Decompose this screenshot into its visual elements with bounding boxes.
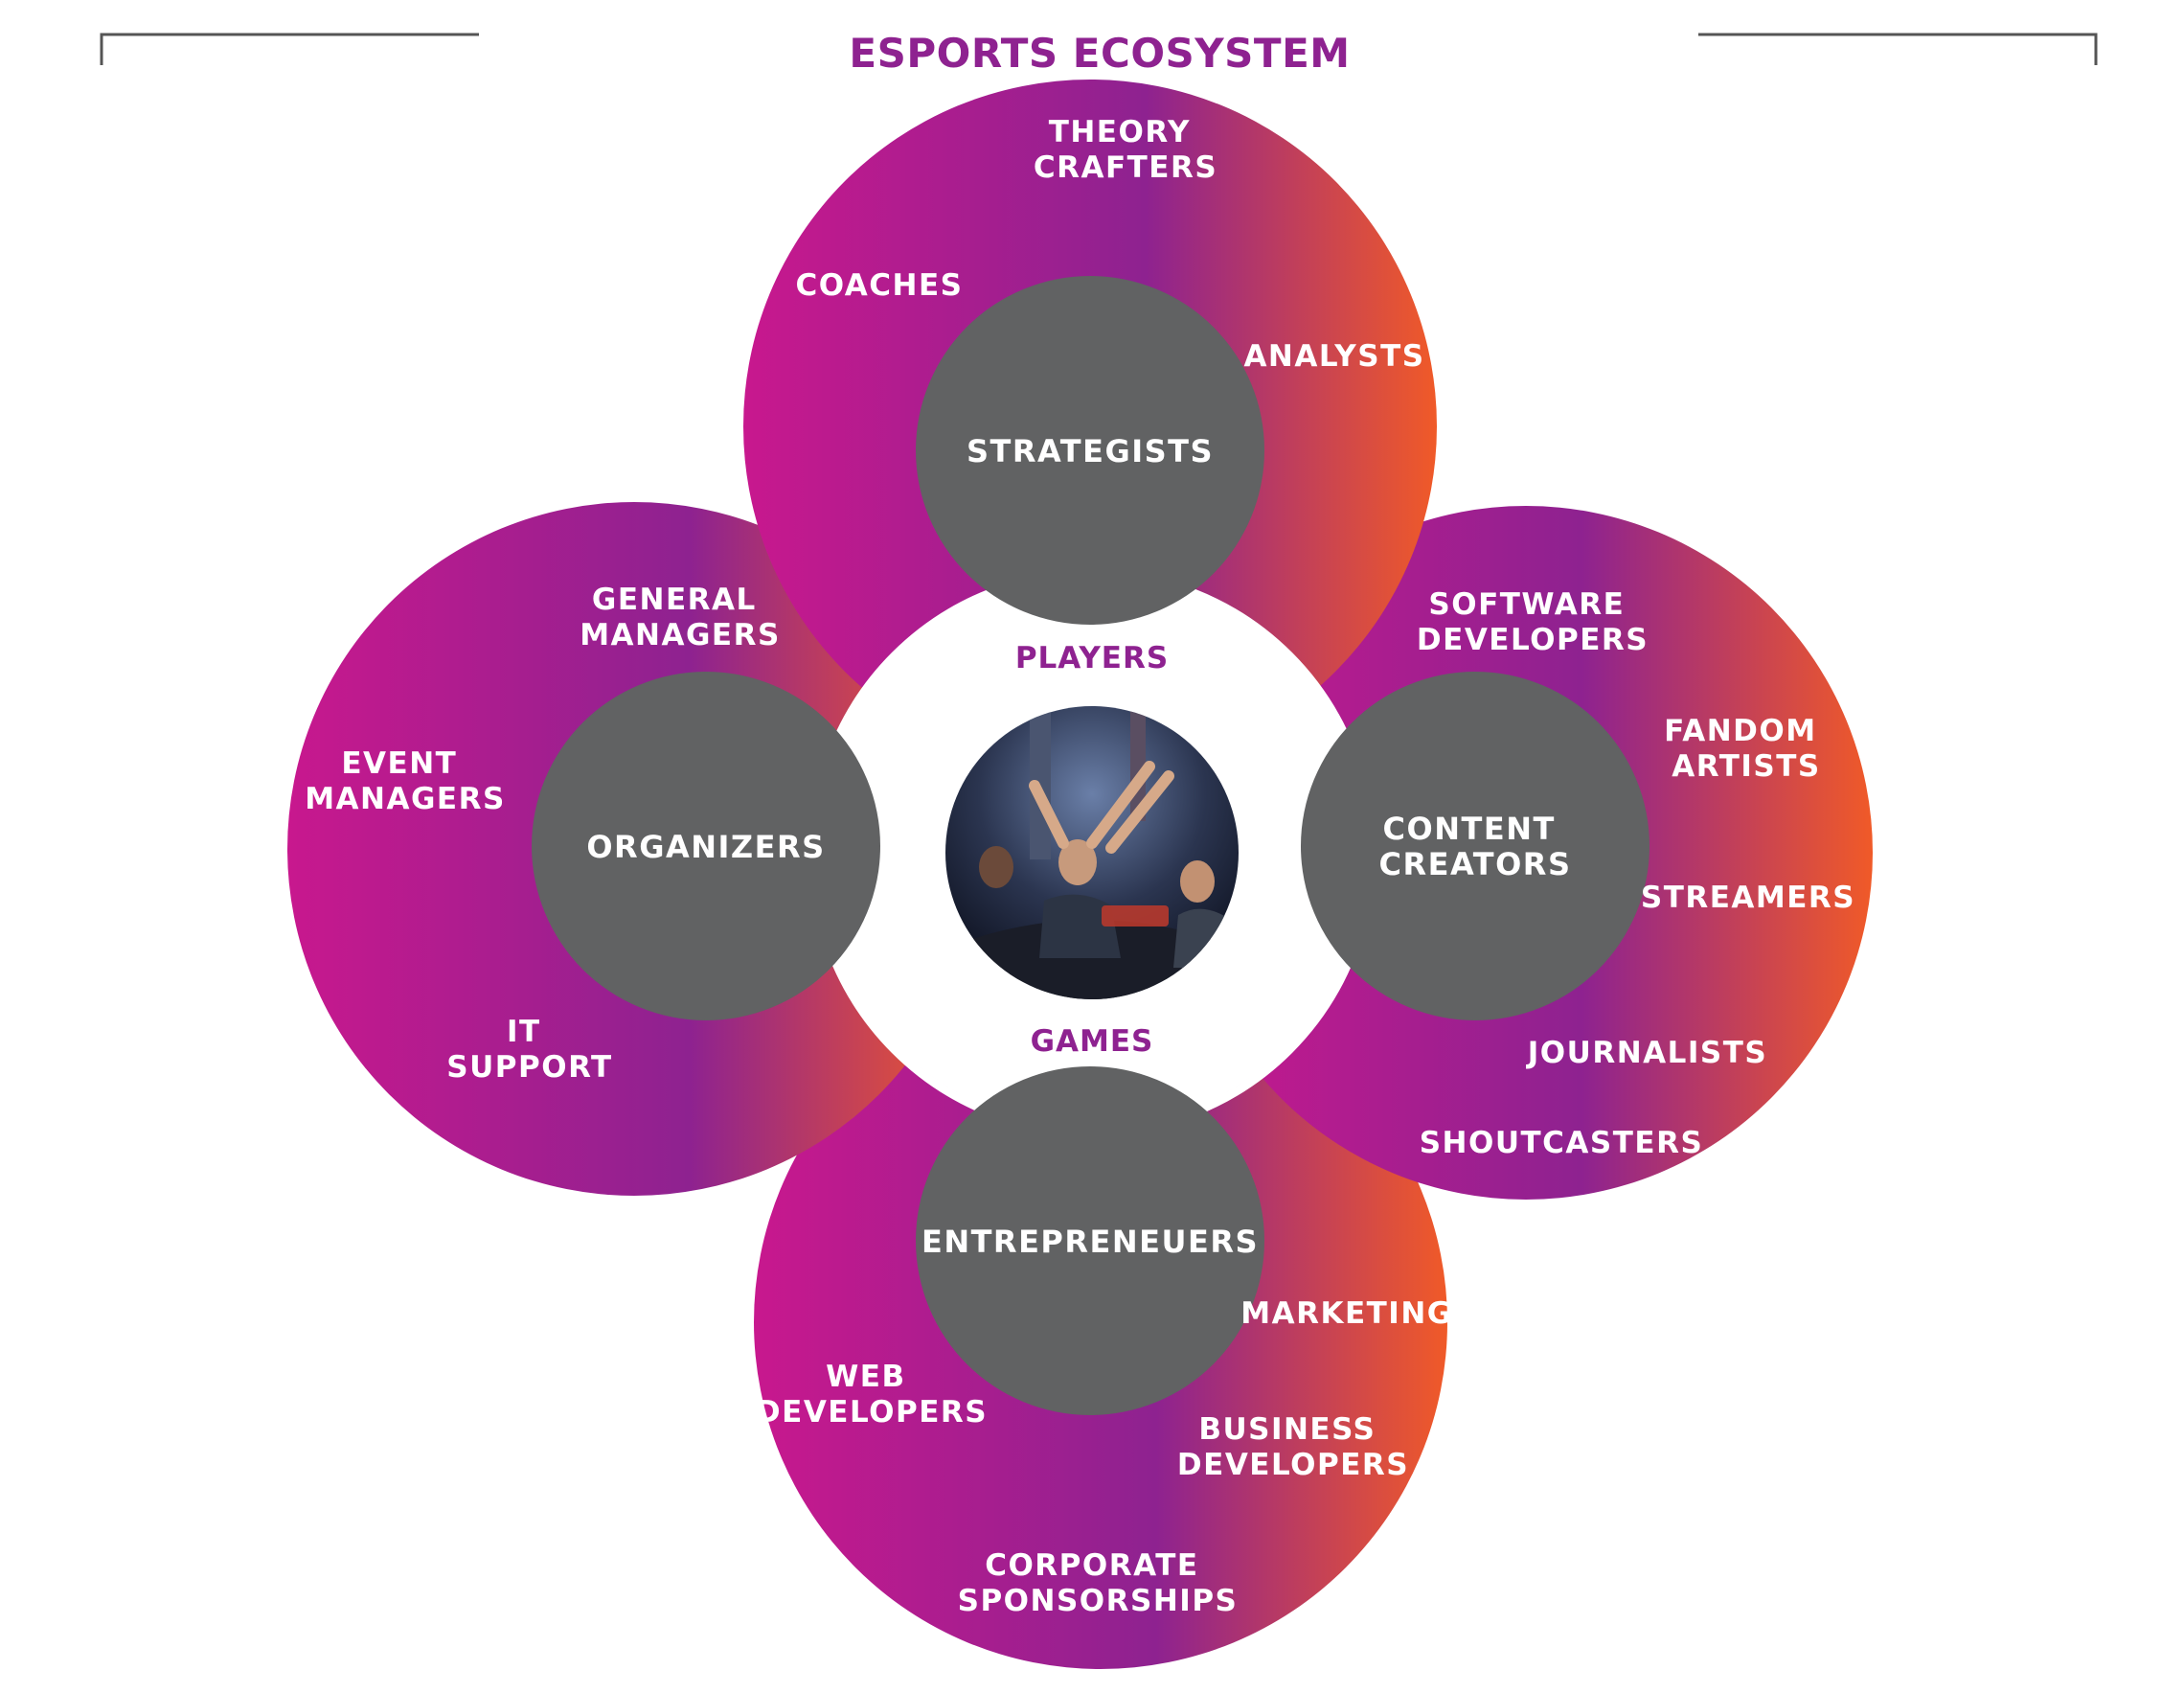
role-line: BUSINESS bbox=[1198, 1412, 1376, 1447]
role-line: DEVELOPERS bbox=[1177, 1448, 1409, 1482]
role-line: SUPPORT bbox=[446, 1050, 612, 1085]
role-corporate-sponsorships: CORPORATE SPONSORSHIPS bbox=[958, 1548, 1239, 1618]
role-line: CORPORATE bbox=[985, 1548, 1198, 1583]
role-line: SHOUTCASTERS bbox=[1420, 1126, 1704, 1160]
role-web-developers: WEB DEVELOPERS bbox=[756, 1360, 988, 1430]
role-general-managers: GENERAL MANAGERS bbox=[580, 583, 781, 652]
role-line: DEVELOPERS bbox=[756, 1395, 988, 1430]
hub-label-line: CONTENT bbox=[1383, 811, 1556, 847]
center-photo bbox=[945, 706, 1239, 999]
role-theory-crafters: THEORY CRAFTERS bbox=[1034, 115, 1217, 185]
center-label-players: PLAYERS bbox=[1015, 641, 1169, 675]
role-line: SOFTWARE bbox=[1428, 587, 1625, 622]
role-marketing: MARKETING bbox=[1240, 1296, 1452, 1331]
role-line: FANDOM bbox=[1664, 714, 1817, 748]
role-line: MANAGERS bbox=[580, 618, 781, 652]
role-line: WEB bbox=[826, 1360, 906, 1394]
hub-strategists bbox=[916, 276, 1264, 625]
role-software-developers: SOFTWARE DEVELOPERS bbox=[1417, 587, 1649, 657]
hub-label-line: STRATEGISTS bbox=[967, 433, 1214, 469]
role-line: SPONSORSHIPS bbox=[958, 1584, 1239, 1618]
hub-label-line: ENTREPRENEUERS bbox=[921, 1224, 1259, 1260]
hub-organizers bbox=[532, 672, 880, 1020]
frame-corner-left bbox=[100, 33, 479, 65]
frame-corner-right bbox=[1698, 33, 2098, 65]
hub-entrepreneuers bbox=[916, 1066, 1264, 1415]
role-it-support: IT SUPPORT bbox=[446, 1015, 612, 1085]
role-event-managers: EVENT MANAGERS bbox=[305, 746, 506, 816]
hub-label-organizers: ORGANIZERS bbox=[586, 829, 825, 865]
role-line: JOURNALISTS bbox=[1526, 1036, 1767, 1070]
role-fandom-artists: FANDOM ARTISTS bbox=[1664, 714, 1829, 784]
role-line: THEORY bbox=[1049, 115, 1191, 149]
role-line: EVENT bbox=[341, 746, 457, 781]
role-line: MARKETING bbox=[1240, 1296, 1452, 1331]
role-line: MANAGERS bbox=[305, 782, 506, 816]
hub-label-entrepreneuers: ENTREPRENEUERS bbox=[921, 1224, 1259, 1260]
role-line: DEVELOPERS bbox=[1417, 623, 1649, 657]
role-business-developers: BUSINESS DEVELOPERS bbox=[1177, 1412, 1409, 1482]
role-line: CRAFTERS bbox=[1034, 150, 1217, 185]
role-line: STREAMERS bbox=[1641, 881, 1855, 915]
hub-label-line: ORGANIZERS bbox=[586, 829, 825, 865]
role-line: ARTISTS bbox=[1672, 749, 1820, 784]
role-analysts: ANALYSTS bbox=[1243, 339, 1424, 374]
center-label-games: GAMES bbox=[1031, 1024, 1154, 1059]
role-streamers: STREAMERS bbox=[1641, 881, 1855, 915]
role-shoutcasters: SHOUTCASTERS bbox=[1420, 1126, 1704, 1160]
role-line: GENERAL bbox=[592, 583, 757, 617]
diagram-title: ESPORTS ECOSYSTEM bbox=[849, 30, 1350, 77]
role-line: COACHES bbox=[796, 268, 964, 303]
hub-label-line: CREATORS bbox=[1379, 846, 1572, 882]
role-line: ANALYSTS bbox=[1243, 339, 1424, 374]
hub-label-content-creators: CONTENT CREATORS bbox=[1379, 811, 1572, 882]
role-line: IT bbox=[507, 1015, 541, 1049]
role-journalists: JOURNALISTS bbox=[1526, 1036, 1767, 1070]
hub-content-creators bbox=[1301, 672, 1649, 1020]
hub-label-strategists: STRATEGISTS bbox=[967, 433, 1214, 469]
role-coaches: COACHES bbox=[796, 268, 964, 303]
